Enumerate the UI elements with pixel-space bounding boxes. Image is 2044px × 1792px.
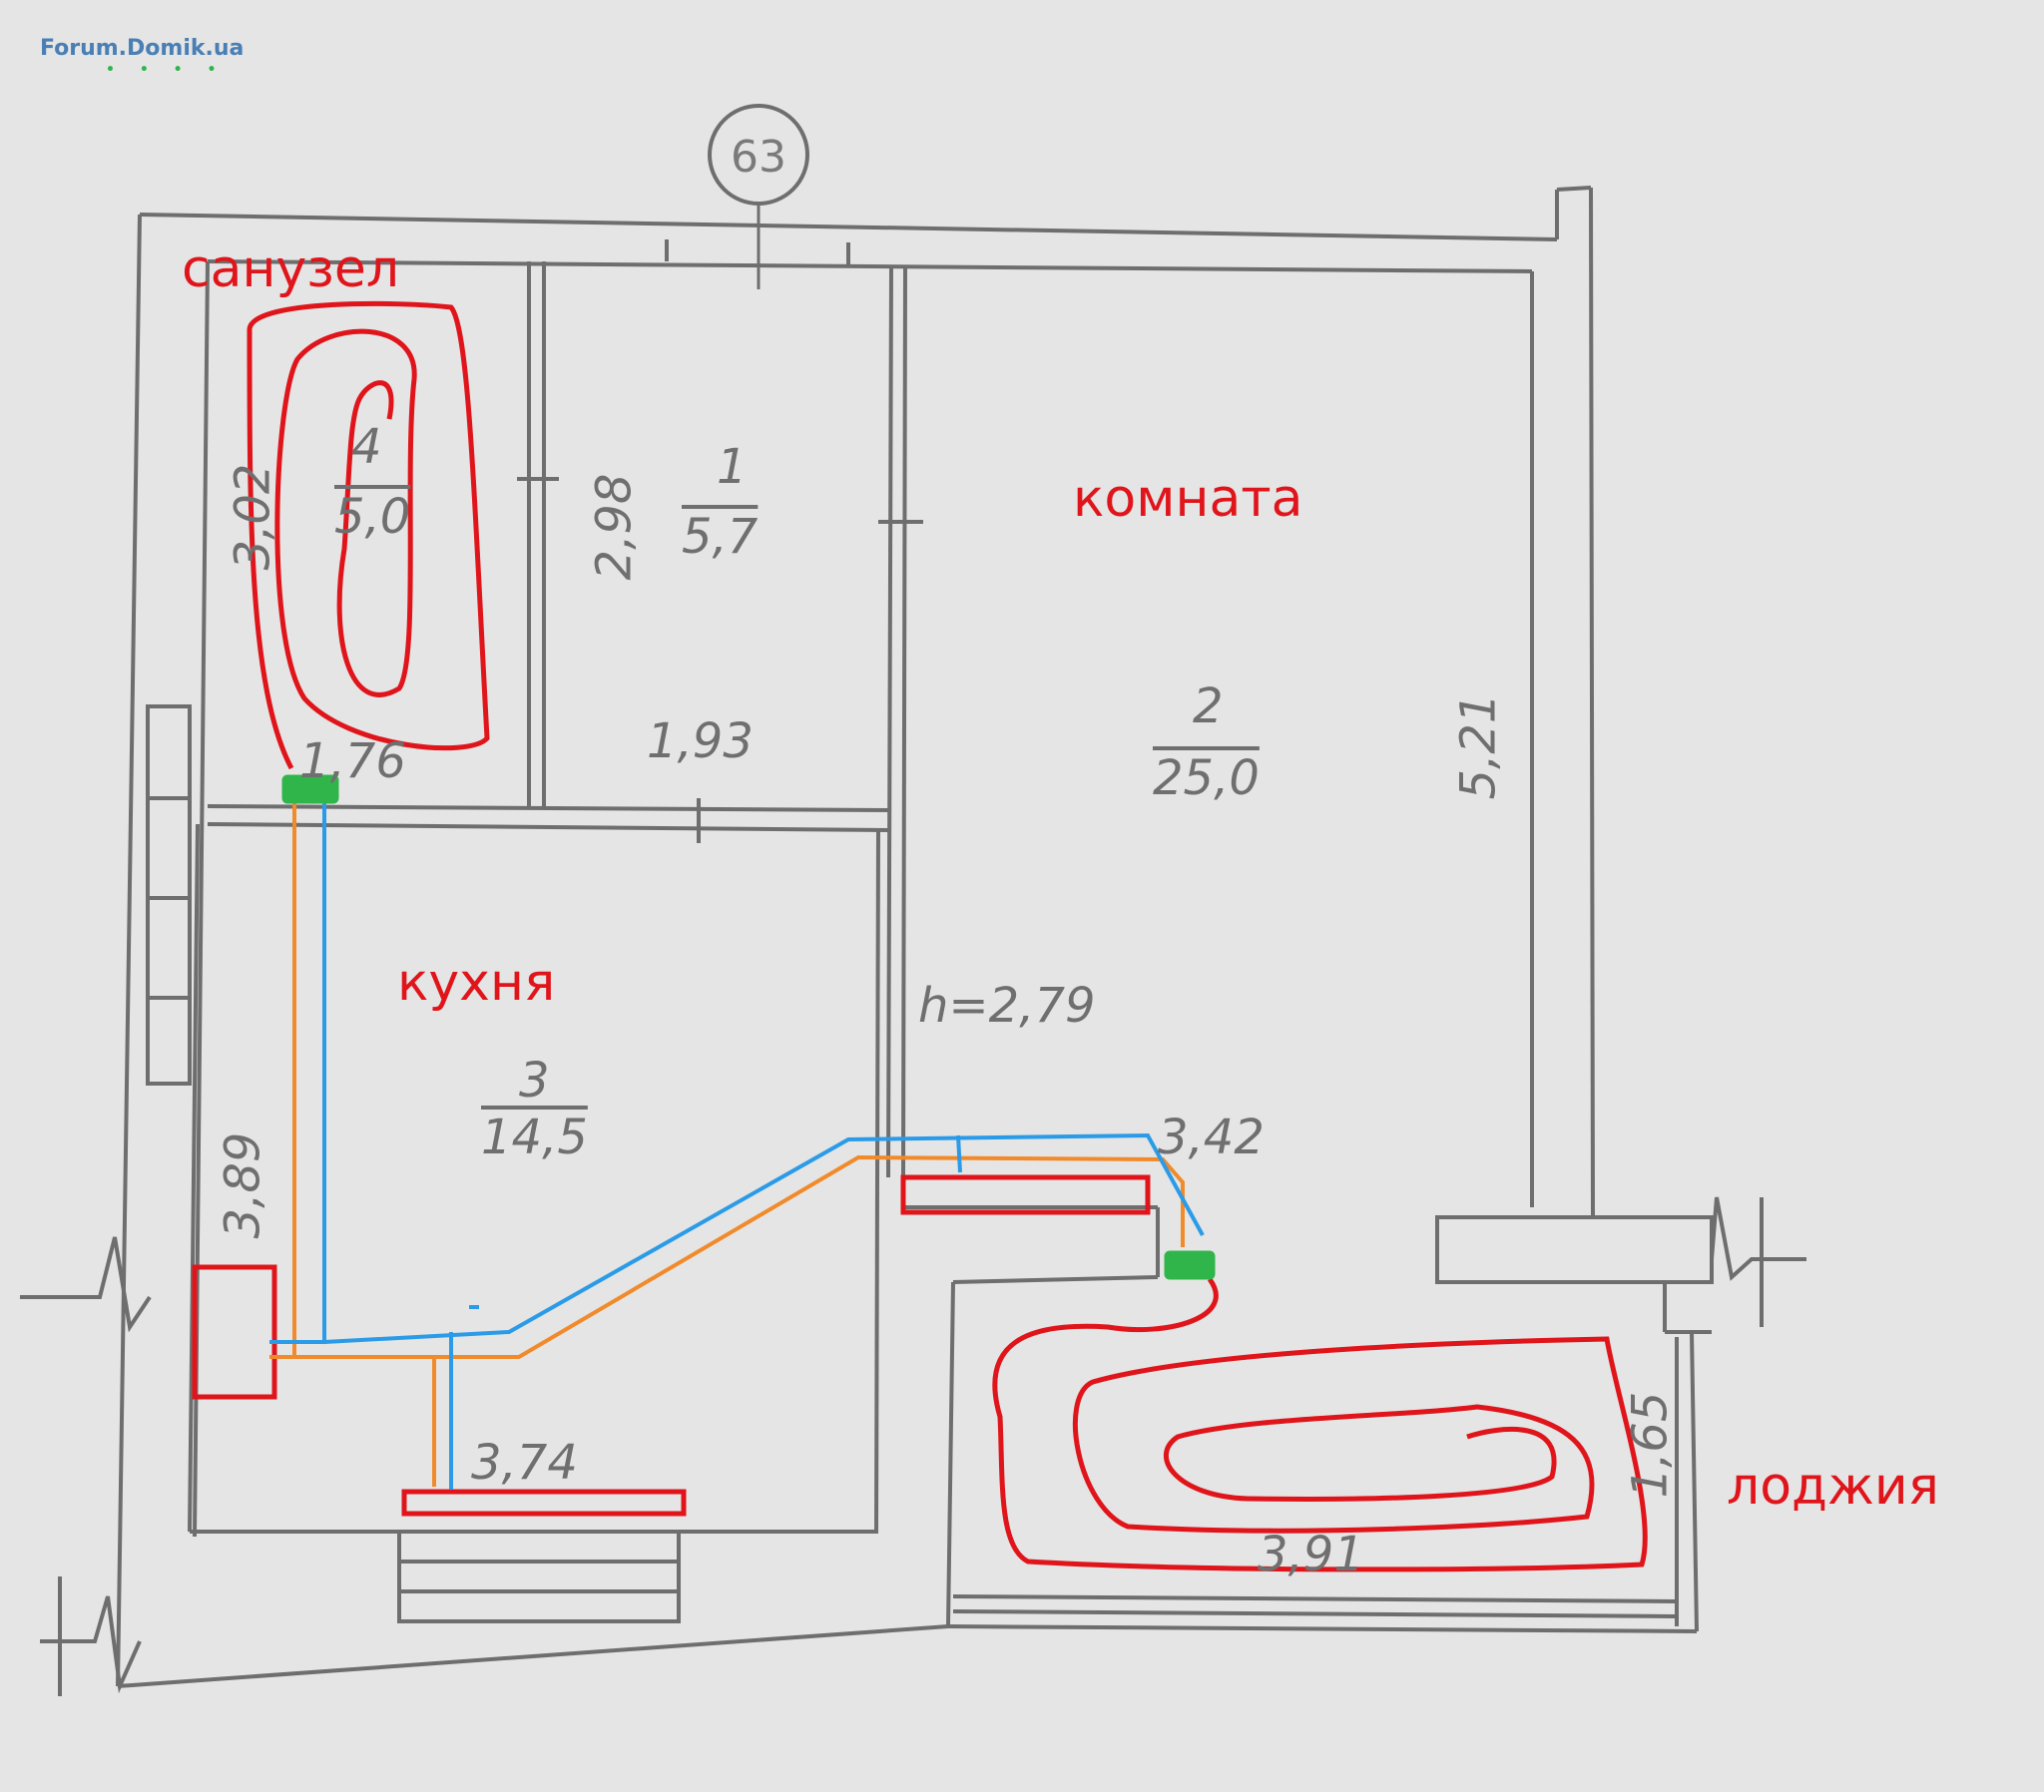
room-number: 2 [1193,678,1224,734]
walls [20,186,1806,1696]
radiator-kitchen-left [192,1264,277,1400]
heating-loops [247,300,1648,1572]
manifolds [281,774,1216,1280]
manifold-loggia [1164,1250,1216,1280]
room-height-dim: 5,21 [1450,692,1507,800]
bathroom-height-dim: 3,02 [225,463,281,571]
bathroom-label: санузел [182,239,400,299]
loggia-width-dim: 3,91 [1258,1527,1364,1582]
axis-marker: 63 [708,104,809,289]
radiator-kitchen-bottom [401,1489,687,1517]
watermark-dots: • • • • [106,62,227,78]
kitchen-area: 14,5 [481,1110,588,1165]
return-pipe [269,803,1205,1490]
loggia-label: лоджия [1727,1457,1939,1517]
radiators [192,1174,1151,1517]
ceiling-height-dim: h=2,79 [918,978,1096,1034]
site-watermark: Forum.Domik.ua [40,36,245,61]
axis-marker-label: 63 [731,132,786,183]
kitchen-label: кухня [397,953,556,1013]
room-label: комната [1073,469,1303,529]
manifold-bathroom [281,774,339,804]
bathroom-width-dim: 1,76 [299,733,406,789]
radiator-room [900,1174,1151,1215]
hall-number: 1 [717,439,748,495]
kitchen-number: 3 [519,1053,550,1109]
hall-width-dim: 1,93 [647,713,754,769]
bathroom-area: 5,0 [334,489,411,545]
bathroom-heating-loop [247,300,490,770]
loggia-heating-loop [992,1277,1648,1572]
supply-pipe [269,803,1185,1487]
kitchen-width-dim: 3,74 [471,1435,578,1491]
bathroom-number: 4 [351,419,382,475]
kitchen-height-dim: 3,89 [215,1131,271,1239]
hall-height-dim: 2,98 [586,473,643,581]
room-area: 25,0 [1153,750,1260,806]
hall-area: 5,7 [682,509,759,565]
room-width-dim: 3,42 [1158,1110,1265,1165]
loggia-height-dim: 1,65 [1622,1391,1679,1499]
